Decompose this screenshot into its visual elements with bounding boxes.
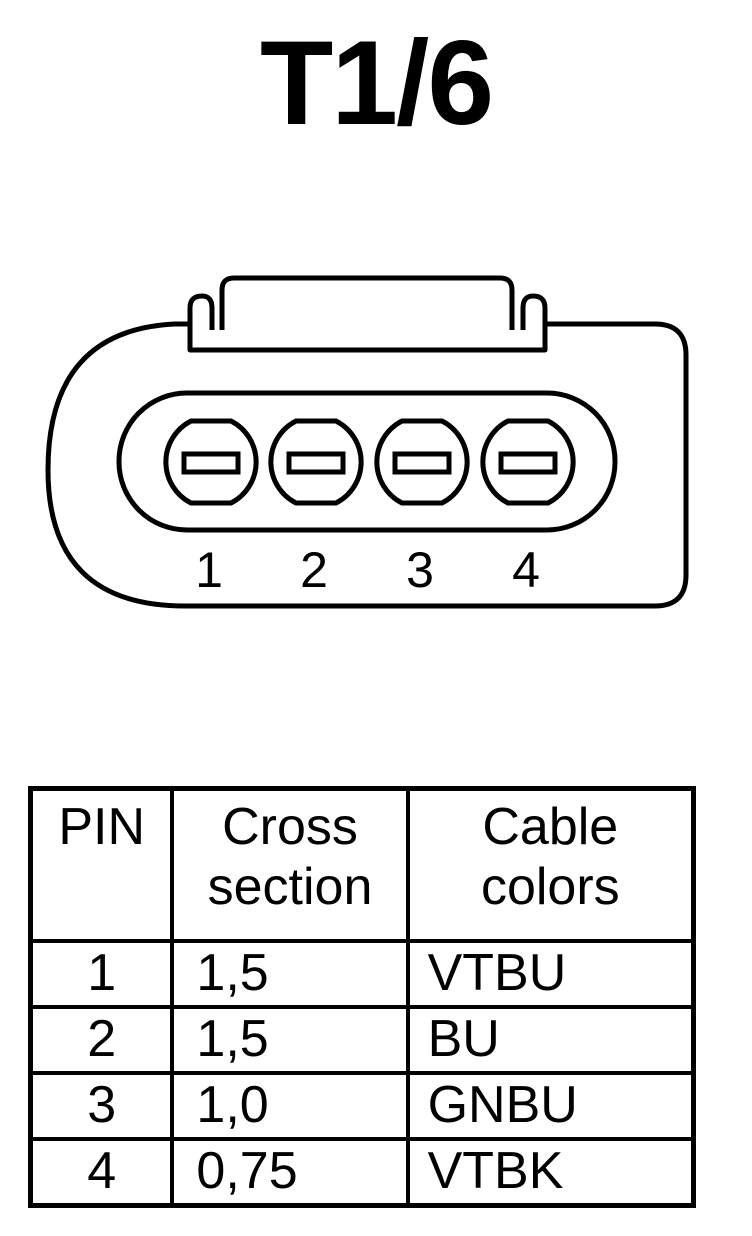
pin-cell: 1 — [28, 939, 175, 1009]
pin-socket-outline — [480, 418, 576, 506]
cross-section-cell: 1,5 — [170, 939, 410, 1009]
pin-cell: 4 — [28, 1137, 175, 1208]
pin-contact — [286, 451, 346, 475]
table-header-row: PIN Cross section Cable colors — [28, 786, 696, 943]
pin-contact — [392, 451, 452, 475]
pin-number-label: 3 — [406, 542, 434, 598]
connector-diagram: 1 2 3 4 — [45, 275, 689, 609]
pin-cell: 3 — [28, 1071, 175, 1141]
pin-contact — [181, 451, 241, 475]
cross-section-cell: 1,0 — [170, 1071, 410, 1141]
pin-cell: 2 — [28, 1005, 175, 1075]
table-row: 4 0,75 VTBK — [28, 1137, 696, 1208]
table-row: 2 1,5 BU — [28, 1005, 696, 1075]
header-cross-section: Cross section — [170, 786, 410, 943]
pin-socket-outline — [268, 418, 364, 506]
pin-contact — [498, 451, 558, 475]
header-cross-section-line1: Cross — [222, 798, 358, 856]
header-cable-colors-line2: colors — [480, 858, 620, 916]
cross-section-cell: 0,75 — [170, 1137, 410, 1208]
table-row: 1 1,5 VTBU — [28, 939, 696, 1009]
cable-color-cell: GNBU — [405, 1071, 696, 1141]
pin-number-label: 2 — [300, 542, 328, 598]
cable-color-cell: BU — [405, 1005, 696, 1075]
header-pin-label: PIN — [58, 798, 146, 856]
locking-tab — [187, 324, 548, 353]
pin-socket: 3 — [374, 418, 470, 598]
header-pin: PIN — [28, 786, 175, 943]
pin-number-label: 4 — [512, 542, 540, 598]
table-row: 3 1,0 GNBU — [28, 1071, 696, 1141]
locking-tab-right-hook — [520, 293, 548, 330]
cable-color-cell: VTBU — [405, 939, 696, 1009]
pin-socket: 1 — [163, 418, 259, 598]
cross-section-cell: 1,5 — [170, 1005, 410, 1075]
connector-housing — [45, 321, 689, 609]
pin-assignment-table: PIN Cross section Cable colors 1 1,5 VTB… — [28, 786, 696, 1208]
locking-tab-top — [219, 275, 515, 330]
connector-title: T1/6 — [259, 16, 494, 150]
pin-socket: 2 — [268, 418, 364, 598]
header-cross-section-line2: section — [207, 858, 373, 916]
header-cable-colors-line1: Cable — [482, 798, 619, 856]
pin-number-label: 1 — [195, 542, 223, 598]
pin-socket-outline — [163, 418, 259, 506]
header-cable-colors: Cable colors — [405, 786, 696, 943]
pin-socket-outline — [374, 418, 470, 506]
pin-socket: 4 — [480, 418, 576, 598]
locking-tab-left-hook — [187, 293, 215, 330]
cable-color-cell: VTBK — [405, 1137, 696, 1208]
pin-carrier — [116, 390, 618, 533]
